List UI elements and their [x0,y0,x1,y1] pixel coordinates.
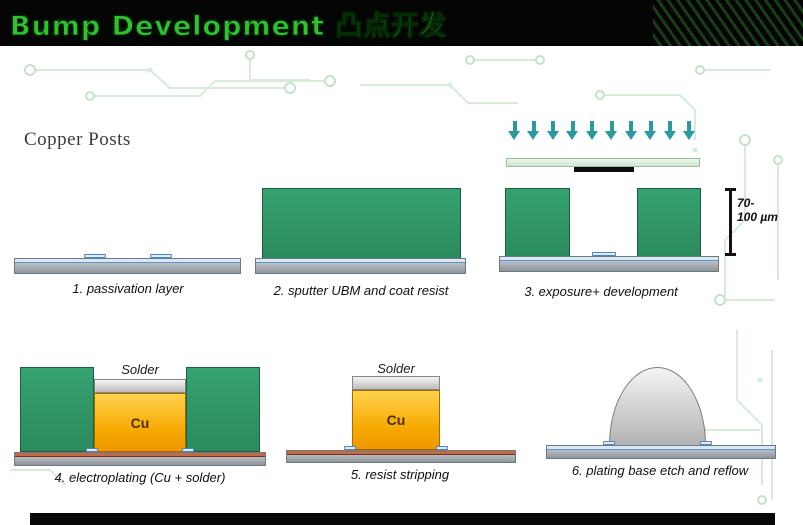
solder-layer [94,379,186,393]
down-arrow-icon [644,121,657,141]
copper-post: Cu [352,390,440,450]
hatch-texture [653,0,803,46]
bond-pad [700,441,712,445]
bottom-bar [30,513,775,525]
dimension-bracket [725,188,736,256]
solder-layer [352,376,440,390]
down-arrow-icon [605,121,618,141]
bond-pad [86,448,98,452]
step-caption: 1. passivation layer [72,281,184,296]
resist-layer-left [505,188,570,257]
solder-label: Solder [121,362,159,377]
step-caption: 6. plating base etch and reflow [571,463,749,478]
bond-pad [182,448,194,452]
resist-layer [262,188,461,259]
substrate-wafer [286,450,516,463]
bond-pad [603,441,615,445]
bond-pad [344,446,356,450]
bond-pad [592,252,616,256]
down-arrow-icon [663,121,677,141]
down-arrow-icon [566,121,579,141]
bond-pad [150,254,172,258]
step-caption: 3. exposure+ development [524,284,678,299]
photomask-pattern [574,167,634,172]
dimension-line1: 70- [737,196,755,210]
substrate-wafer [546,445,776,459]
step-caption: 4. electroplating (Cu + solder) [54,470,226,485]
down-arrow-icon [585,121,599,141]
step-caption: 5. resist stripping [350,467,450,482]
resist-layer-right [186,367,260,452]
substrate-wafer [499,256,719,272]
bond-pad [436,446,448,450]
substrate-wafer [14,452,266,466]
copper-post: Cu [94,393,186,452]
exposure-arrows [508,121,696,141]
substrate-wafer [14,258,241,274]
resist-layer-left [20,367,94,452]
photomask-plate [506,158,700,167]
step-caption: 2. sputter UBM and coat resist [273,283,449,298]
substrate-wafer [255,258,466,274]
title-bar: Bump Development 凸点开发 [0,0,803,46]
down-arrow-icon [546,121,560,141]
solder-label: Solder [377,361,415,376]
dimension-label: 70- 100 µm [737,196,778,224]
section-label: Copper Posts [24,129,131,150]
dimension-line2: 100 µm [737,210,778,224]
down-arrow-icon [508,121,521,141]
down-arrow-icon [624,121,638,141]
down-arrow-icon [682,121,696,141]
resist-layer-right [637,188,701,257]
bond-pad [84,254,106,258]
down-arrow-icon [527,121,540,141]
page-title: Bump Development 凸点开发 [9,10,448,42]
